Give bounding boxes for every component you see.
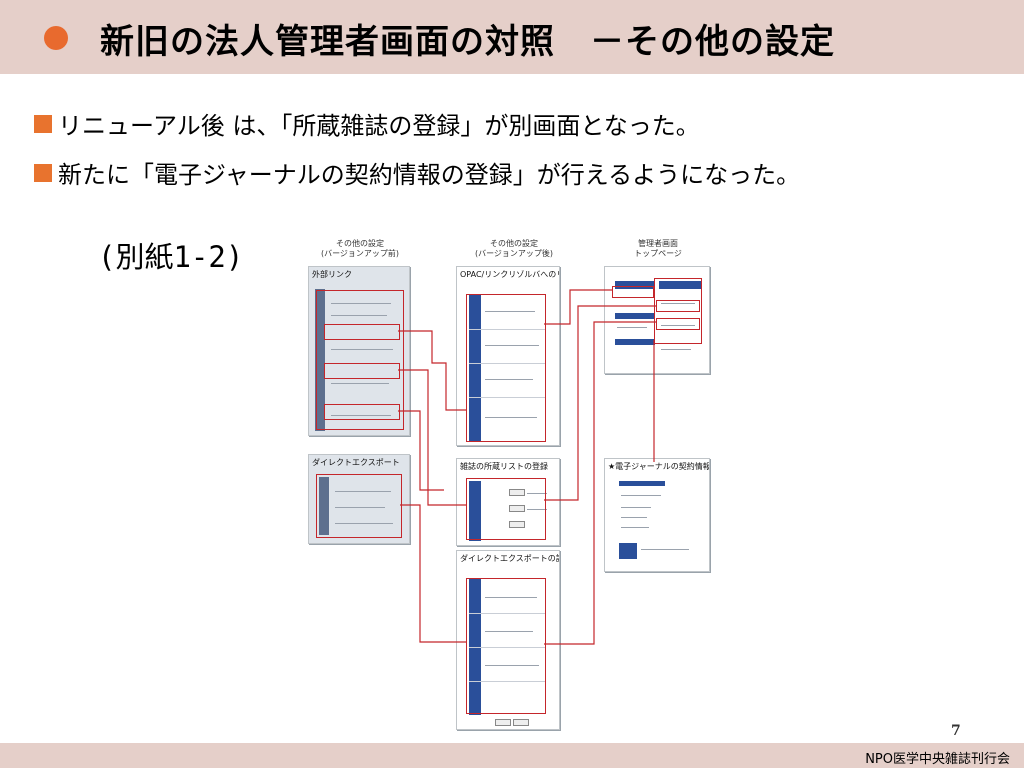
panel-title: ★電子ジャーナルの契約情報の登録 bbox=[608, 462, 710, 471]
connector-line bbox=[544, 305, 656, 501]
panel-title: OPAC/リンクリゾルバへのリン bbox=[460, 270, 559, 279]
panel-title: 外部リンク bbox=[312, 270, 352, 279]
highlight-box bbox=[656, 300, 700, 312]
highlight-box bbox=[656, 318, 700, 330]
highlight-box bbox=[466, 294, 546, 442]
highlight-box bbox=[324, 363, 400, 379]
bullet-item: リニューアル後 は、「所蔵雑誌の登録」が別画面となった。 bbox=[34, 106, 700, 141]
panel-admin-top bbox=[604, 266, 710, 374]
form-label-column bbox=[619, 543, 637, 559]
highlight-box bbox=[654, 278, 702, 344]
panel-opac-link: OPAC/リンクリゾルバへのリン bbox=[456, 266, 560, 446]
highlight-box bbox=[316, 290, 404, 430]
menu-header-bar bbox=[615, 313, 655, 319]
title-bar: 新旧の法人管理者画面の対照 －その他の設定 bbox=[0, 0, 1024, 74]
menu-header-bar bbox=[615, 281, 655, 289]
sidebar-column bbox=[469, 295, 481, 441]
panel-holdings-list: 雑誌の所蔵リストの登録 bbox=[456, 458, 560, 546]
bullet-text: リニューアル後 は、「所蔵雑誌の登録」が別画面となった。 bbox=[58, 112, 700, 140]
bullet-text: 新たに「電子ジャーナルの契約情報の登録」が行えるようになった。 bbox=[58, 161, 801, 189]
reference-label: (別紙1-2) bbox=[98, 240, 244, 274]
bullet-dot-icon bbox=[44, 26, 68, 50]
caption-before: その他の設定 (バージョンアップ前) bbox=[320, 239, 400, 258]
highlight-box bbox=[466, 578, 546, 714]
square-bullet-icon bbox=[34, 163, 52, 182]
menu-header-bar bbox=[615, 339, 655, 345]
highlight-box bbox=[316, 474, 402, 538]
panel-title: ダイレクトエクスポートの設定 bbox=[460, 554, 559, 563]
panel-direct-export-new: ダイレクトエクスポートの設定 bbox=[456, 550, 560, 730]
sidebar-column bbox=[315, 289, 325, 431]
page-number: 7 bbox=[951, 723, 961, 739]
panel-direct-export-old: ダイレクトエクスポート bbox=[308, 454, 410, 544]
connector-line bbox=[400, 504, 466, 643]
footer-bar: NPO医学中央雑誌刊行会 bbox=[0, 743, 1024, 768]
connector-line bbox=[544, 321, 656, 645]
highlight-box bbox=[324, 324, 400, 340]
menu-header-bar bbox=[619, 481, 665, 486]
caption-after: その他の設定 (バージョンアップ後) bbox=[474, 239, 554, 258]
slide-title: 新旧の法人管理者画面の対照 －その他の設定 bbox=[100, 22, 835, 62]
square-bullet-icon bbox=[34, 114, 52, 133]
panel-title: 雑誌の所蔵リストの登録 bbox=[460, 462, 548, 471]
connector-line bbox=[544, 289, 612, 325]
connector-line bbox=[398, 410, 444, 491]
sidebar-column bbox=[319, 477, 329, 535]
panel-title: ダイレクトエクスポート bbox=[312, 458, 400, 467]
highlight-box bbox=[466, 478, 546, 540]
highlight-box bbox=[324, 404, 400, 420]
panel-ej-contract: ★電子ジャーナルの契約情報の登録 bbox=[604, 458, 710, 572]
connector-line bbox=[398, 330, 466, 411]
bullet-item: 新たに「電子ジャーナルの契約情報の登録」が行えるようになった。 bbox=[34, 155, 800, 190]
menu-header-bar bbox=[659, 281, 701, 289]
footer-organization: NPO医学中央雑誌刊行会 bbox=[865, 752, 1010, 767]
connector-line bbox=[398, 369, 466, 506]
caption-top-page: 管理者画面 トップページ bbox=[634, 239, 682, 258]
panel-external-link: 外部リンク bbox=[308, 266, 410, 436]
sidebar-column bbox=[469, 481, 481, 541]
highlight-box bbox=[612, 286, 654, 298]
